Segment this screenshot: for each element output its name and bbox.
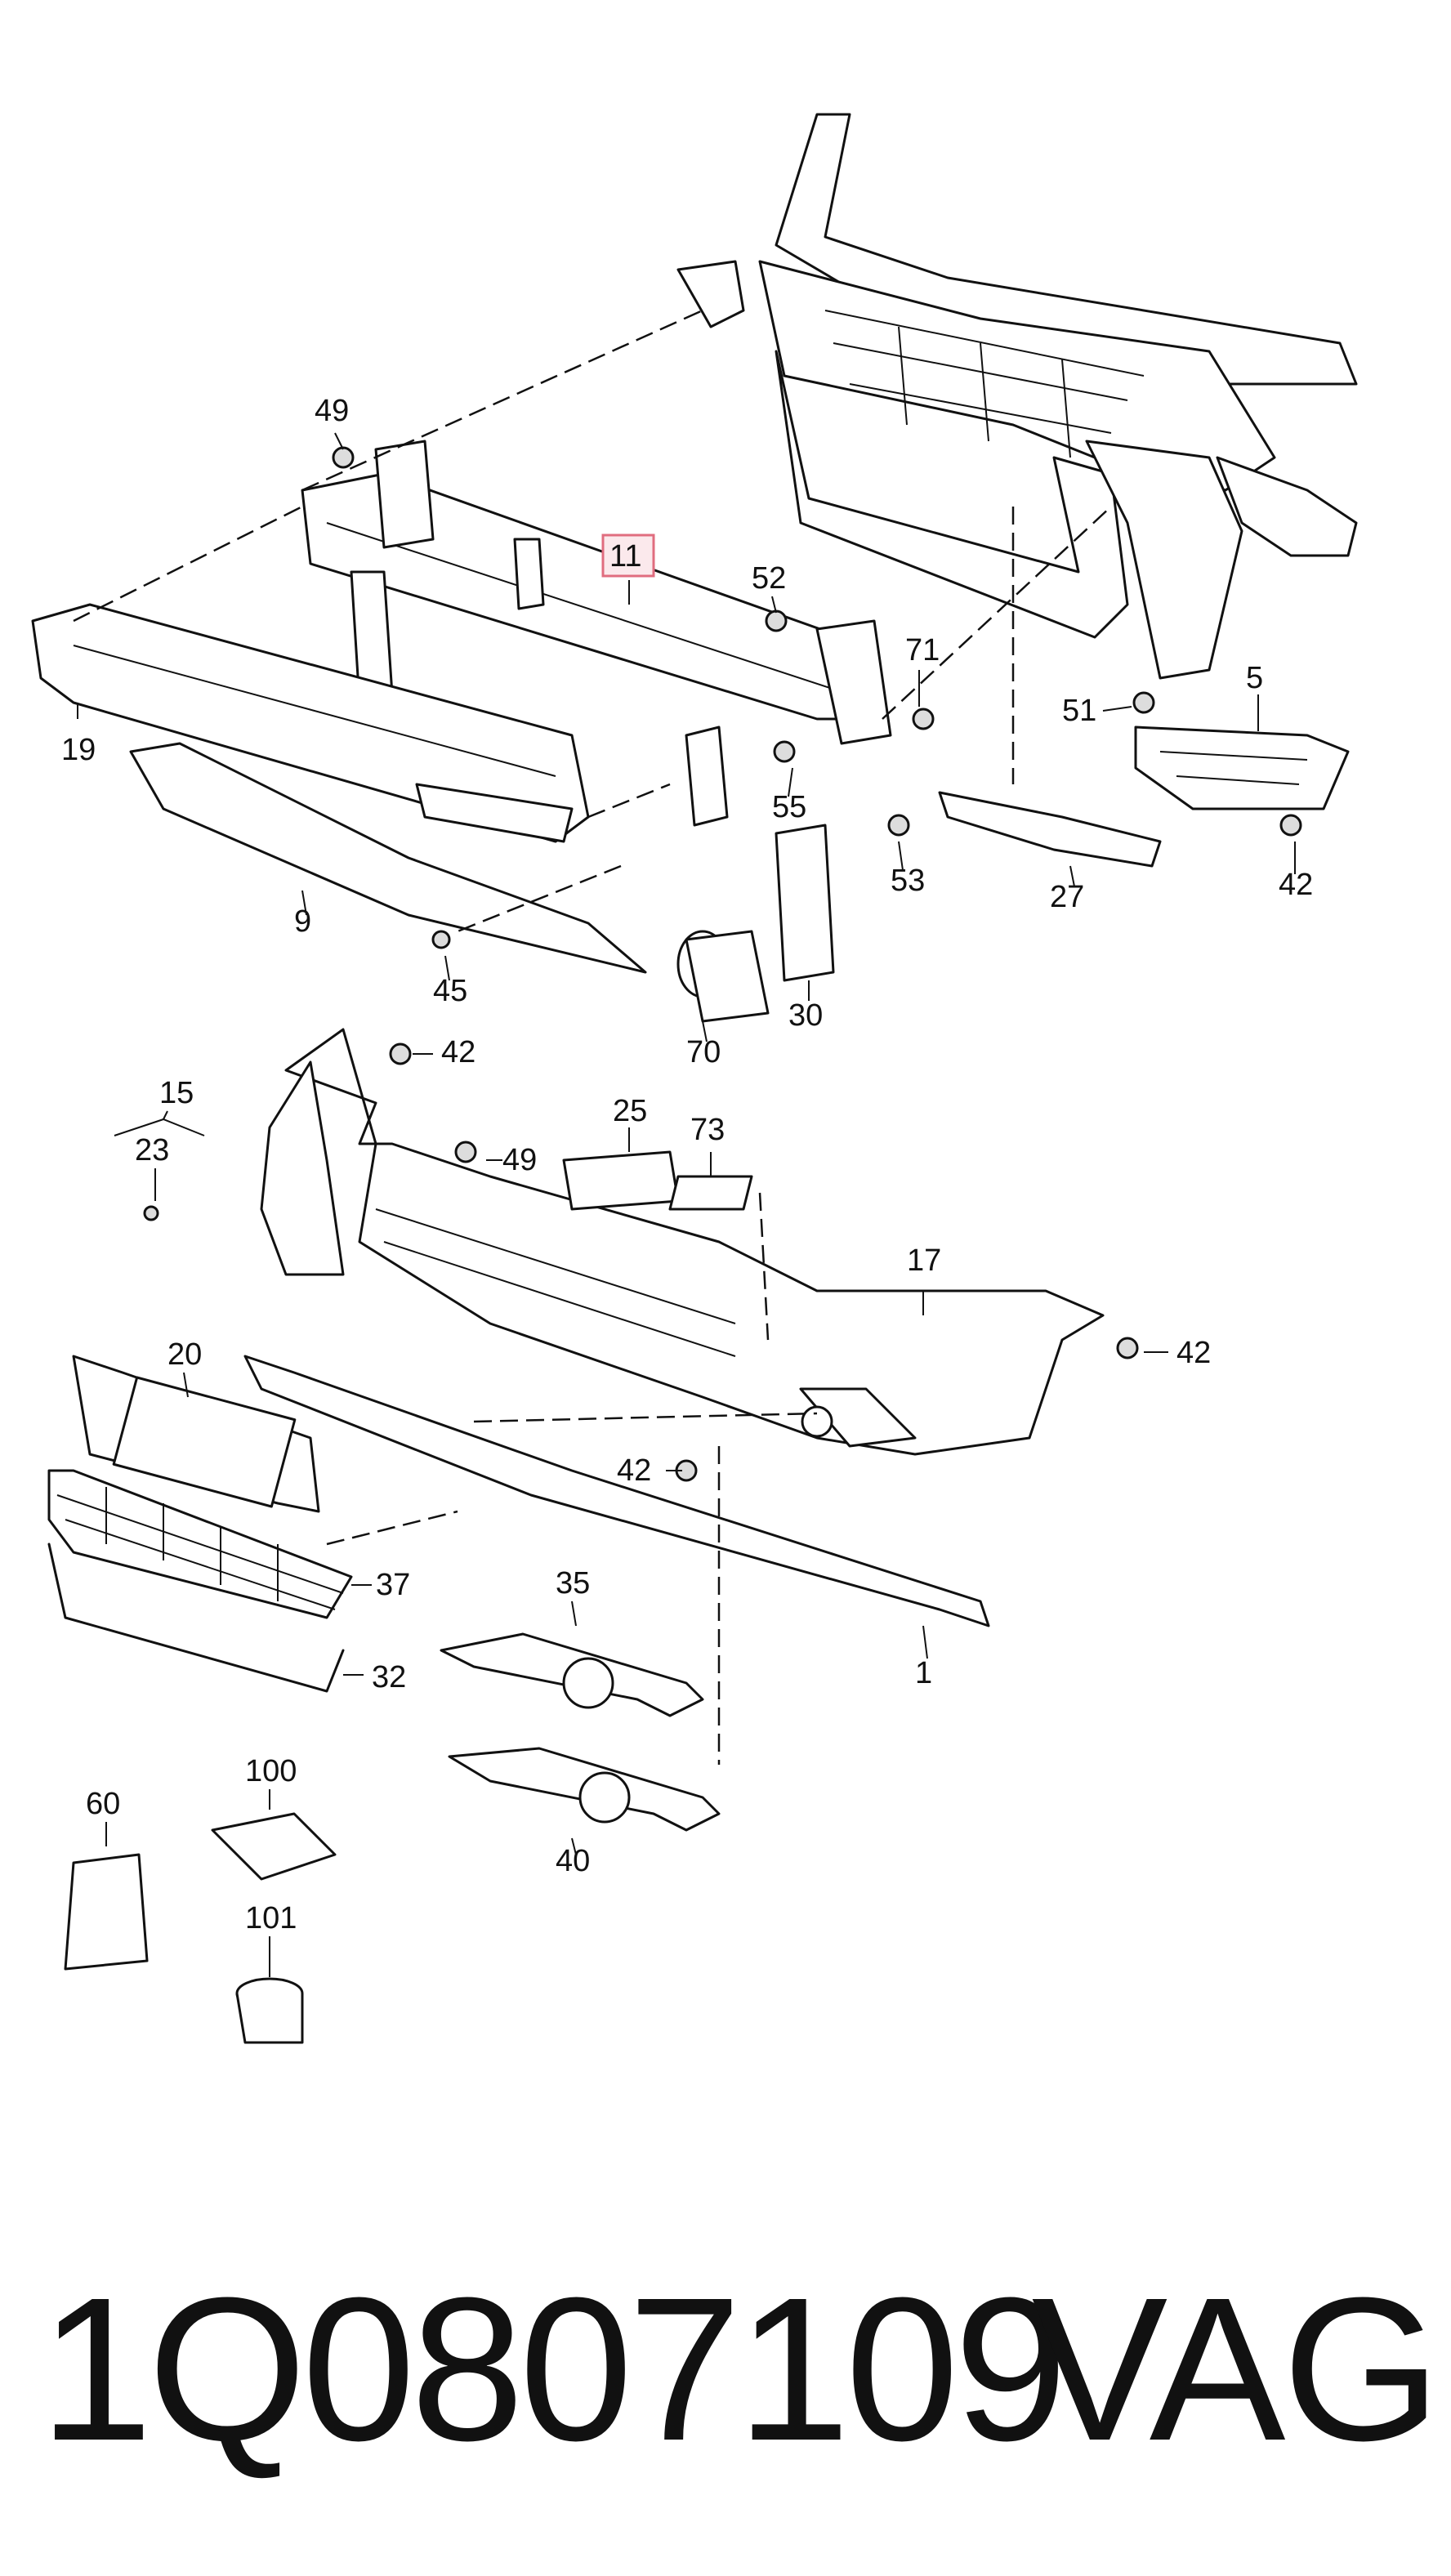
fasteners: [143, 446, 1302, 1482]
energy-absorber-part: [31, 603, 590, 843]
assembly-lines: [73, 309, 1112, 1765]
diagram-svg: 49 11 52 71 5 51 42 19 55 53 27 9 45 70 …: [31, 113, 1358, 2044]
callout-label: 23: [135, 1133, 169, 1167]
callout-labels: 49 11 52 71 5 51 42 19 55 53 27 9 45 70 …: [61, 394, 1313, 1935]
callout-label: 37: [376, 1568, 410, 1602]
callout-label: 55: [772, 790, 806, 824]
callout-label: 71: [905, 633, 940, 667]
leader-lines: [77, 432, 1296, 1977]
callout-label: 42: [1279, 868, 1313, 902]
callout-label: 11: [609, 539, 641, 574]
side-bracket-part: [1134, 725, 1350, 810]
callout-label: 30: [788, 998, 823, 1033]
lower-trim-strip-part: [129, 742, 647, 974]
license-plate-holder-part: [72, 1355, 320, 1513]
callout-labels-repeat: 42 49 42 42: [441, 1035, 1211, 1488]
callout-label: 101: [245, 1901, 297, 1935]
callout-label: 53: [891, 864, 925, 898]
bracket-part: [938, 791, 1162, 868]
callout-label: 27: [1050, 880, 1084, 914]
bumper-reinforcement-part: [301, 440, 892, 827]
horn-assembly: [676, 824, 835, 1023]
callout-label: 49: [502, 1143, 537, 1177]
callout-label: 42: [617, 1453, 651, 1488]
spoiler-lip-part: [243, 1355, 990, 1627]
callout-label: 5: [1246, 661, 1263, 695]
part-number: 1Q0807109: [39, 2255, 1068, 2483]
brand: VAG: [1031, 2255, 1441, 2483]
trim-cover-parts: [562, 1150, 753, 1211]
callout-label: 42: [441, 1035, 475, 1069]
fog-light-trim-parts: [440, 1632, 721, 1832]
callout-label: 17: [907, 1243, 941, 1278]
callout-label: 35: [556, 1566, 590, 1601]
callout-label: 100: [245, 1754, 297, 1788]
lower-grille-part: [47, 1469, 353, 1619]
callout-label: 42: [1176, 1336, 1211, 1370]
highlight-box-11: [601, 534, 655, 578]
callout-label: 52: [752, 561, 786, 596]
bumper-cover-part: [260, 1028, 1105, 1456]
accessory-parts: [64, 1812, 337, 2044]
callout-label: 60: [86, 1787, 120, 1821]
footer: 1Q0807109 VAG: [0, 2247, 1451, 2492]
callout-label: 25: [613, 1094, 647, 1128]
callout-label: 9: [294, 904, 311, 939]
callout-label: 20: [167, 1337, 202, 1372]
exploded-parts-diagram: 49 11 52 71 5 51 42 19 55 53 27 9 45 70 …: [31, 113, 1358, 2044]
grille-frame-part: [47, 1542, 345, 1693]
callout-label: 70: [686, 1035, 721, 1069]
front-end-carrier: [676, 113, 1358, 680]
callout-label: 49: [315, 394, 349, 428]
callout-label: 1: [915, 1656, 932, 1690]
callout-label: 73: [690, 1113, 725, 1147]
callout-label: 40: [556, 1844, 590, 1878]
callout-label: 15: [159, 1076, 194, 1110]
callout-label: 32: [372, 1660, 406, 1694]
callout-label: 45: [433, 974, 467, 1008]
callout-label: 51: [1062, 694, 1096, 728]
callout-label: 19: [61, 733, 96, 767]
